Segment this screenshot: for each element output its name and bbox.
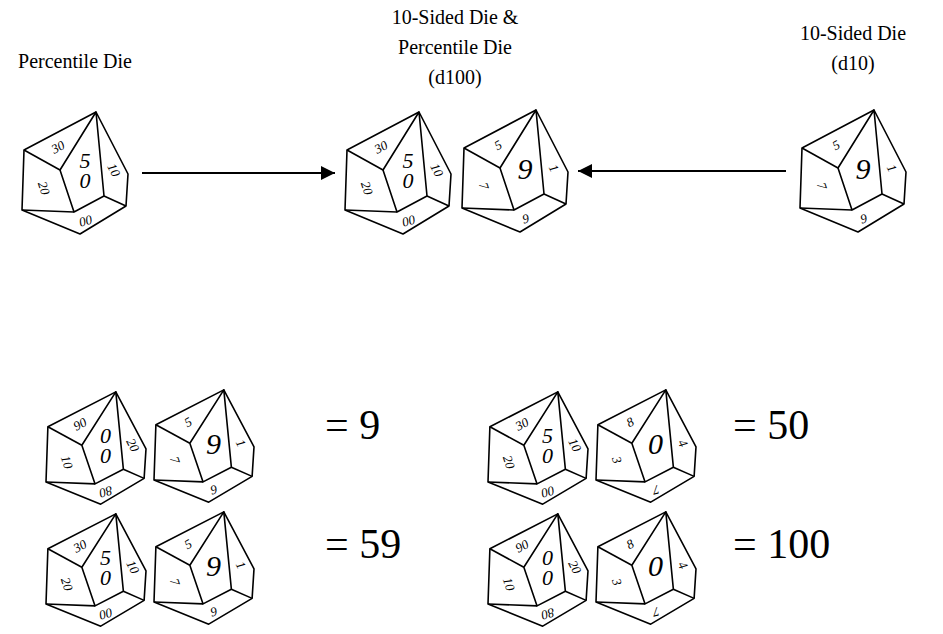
die-face: [383, 112, 427, 212]
die-top-number: 9: [518, 154, 533, 184]
die-face: [500, 110, 544, 210]
die-body: [596, 390, 696, 502]
die-edge: [123, 591, 144, 600]
die-edge: [802, 148, 838, 168]
die-top-number: 9: [206, 551, 221, 581]
die-edge: [598, 547, 632, 565]
die-face: [632, 512, 674, 604]
die-edge: [22, 210, 74, 212]
die-top-number: 0: [648, 551, 663, 581]
arrow-connector: [578, 170, 786, 172]
die-edge: [46, 604, 95, 606]
die-edge: [596, 602, 645, 604]
die-top-number: 00: [99, 426, 112, 466]
die-edge: [464, 148, 500, 168]
die-top-number: 00: [541, 548, 554, 588]
die-edge: [488, 482, 537, 484]
die-edge: [596, 480, 645, 482]
die-edge: [46, 482, 95, 484]
result-label: = 9: [325, 401, 380, 449]
die: 59176: [154, 510, 254, 626]
die-face: [524, 514, 566, 606]
die-face: [60, 112, 104, 212]
die-edge: [673, 589, 694, 598]
die-edge: [231, 467, 252, 476]
die-face: [632, 390, 674, 482]
die-body: [154, 390, 254, 502]
die-edge: [544, 194, 566, 204]
die-body: [154, 512, 254, 624]
die-edge: [488, 604, 537, 606]
result-label: = 100: [733, 520, 830, 568]
die-face: [190, 512, 232, 604]
die: 3050102000: [488, 390, 588, 506]
die-face: [524, 392, 566, 484]
die-body: [22, 112, 128, 234]
die-body: [596, 512, 696, 624]
die: 9000201080: [488, 512, 588, 628]
die-top-number: 50: [401, 151, 414, 191]
die-body: [800, 110, 906, 232]
die-edge: [882, 194, 904, 204]
die-edge: [104, 196, 126, 206]
die-edge: [427, 196, 449, 206]
die-body: [488, 514, 588, 626]
die-edge: [800, 208, 852, 210]
die-edge: [156, 547, 190, 565]
die-edge: [154, 602, 203, 604]
die-edge: [231, 589, 252, 598]
result-label: = 59: [325, 520, 401, 568]
die-heading: 10-Sided Die (d10): [788, 18, 918, 78]
die-body: [462, 110, 568, 232]
die-top-number: 0: [648, 429, 663, 459]
die-heading: Percentile Die: [0, 46, 160, 76]
result-label: = 50: [733, 401, 809, 449]
die-edge: [462, 208, 514, 210]
die: 59176: [462, 108, 568, 234]
die-face: [82, 392, 124, 484]
die-edge: [598, 425, 632, 443]
die-edge: [156, 425, 190, 443]
die-edge: [565, 591, 586, 600]
die-edge: [673, 467, 694, 476]
heading-label: 10-Sided Die & Percentile Die (d100): [375, 2, 535, 92]
die-face: [838, 110, 882, 210]
die-face: [190, 390, 232, 482]
die: 10-Sided Die (d10)59176: [800, 108, 906, 234]
die: 9000201080: [46, 390, 146, 506]
die-edge: [123, 469, 144, 478]
die-face: [82, 514, 124, 606]
die-top-number: 50: [78, 151, 91, 191]
die: 3050102000: [46, 512, 146, 628]
die-top-number: 9: [206, 429, 221, 459]
die-edge: [345, 210, 397, 212]
die: Percentile Die3050102000: [22, 110, 128, 236]
die-body: [345, 112, 451, 234]
die: 80437: [596, 510, 696, 626]
die-top-number: 50: [99, 548, 112, 588]
die-body: [46, 514, 146, 626]
die-body: [488, 392, 588, 504]
die: 80437: [596, 388, 696, 504]
die-top-number: 9: [856, 154, 871, 184]
die-top-number: 50: [541, 426, 554, 466]
die-edge: [565, 469, 586, 478]
die: 59176: [154, 388, 254, 504]
die: 3050102000: [345, 110, 451, 236]
die-body: [46, 392, 146, 504]
arrow-connector: [142, 172, 335, 174]
die-edge: [154, 480, 203, 482]
